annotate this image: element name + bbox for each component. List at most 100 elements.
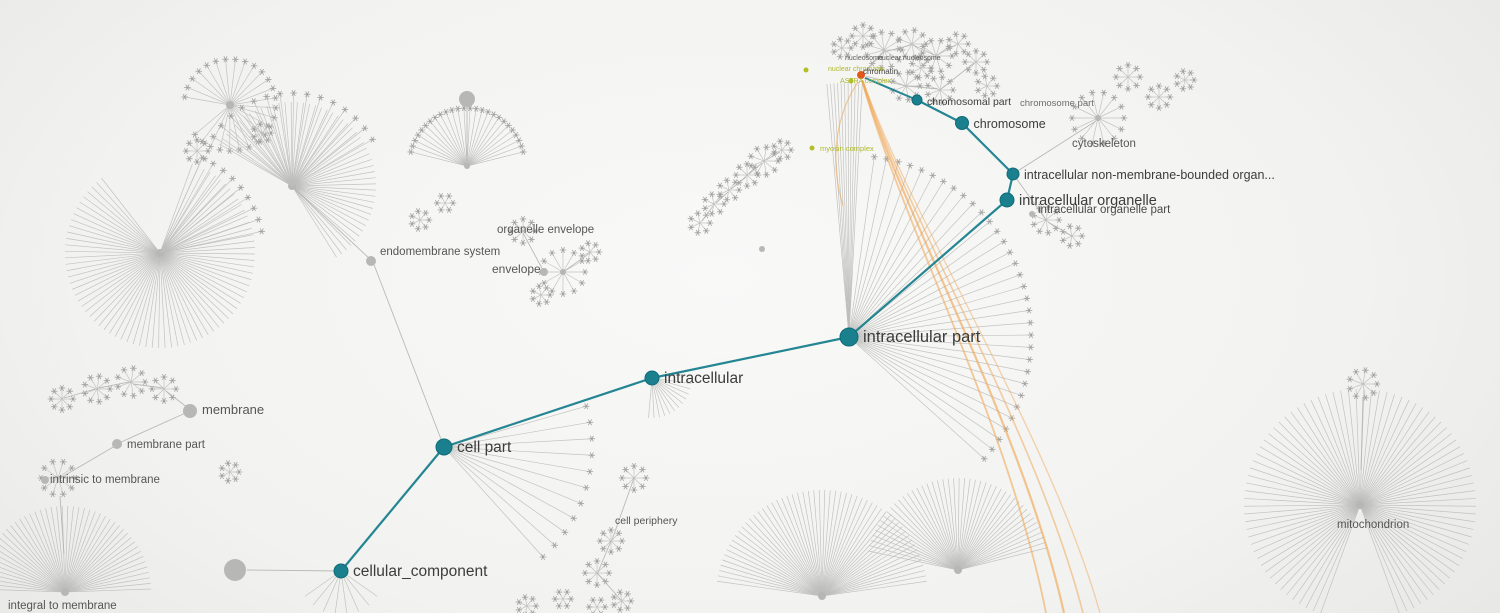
term-glyph xyxy=(495,114,503,121)
term-label-envelope[interactable]: envelope xyxy=(492,262,541,276)
term-label-cellular_component[interactable]: cellular_component xyxy=(353,563,488,580)
term-glyph xyxy=(1144,93,1152,101)
term-glyph xyxy=(863,52,871,59)
term-node-intracellular[interactable] xyxy=(644,370,660,386)
term-glyph xyxy=(539,553,547,561)
term-glyph xyxy=(586,468,594,475)
term-glyph xyxy=(1027,331,1035,339)
term-glyph xyxy=(867,40,875,47)
term-label-intracellular-organelle-part[interactable]: intracellular organelle part xyxy=(1038,204,1171,216)
cluster-fan xyxy=(581,557,613,589)
term-label-intracellular_part[interactable]: intracellular part xyxy=(863,328,981,346)
term-label-cell-periphery[interactable]: cell periphery xyxy=(615,515,678,527)
term-glyph xyxy=(437,111,444,118)
term-label-membrane[interactable]: membrane xyxy=(202,402,264,417)
term-glyph xyxy=(1088,140,1096,147)
gray-node[interactable] xyxy=(183,404,197,418)
term-glyph xyxy=(588,435,596,442)
term-label-intracellular[interactable]: intracellular xyxy=(664,370,743,387)
term-label-organelle-envelope[interactable]: organelle envelope xyxy=(497,224,594,236)
term-node-cell_part[interactable] xyxy=(435,438,453,456)
term-label-membrane-part[interactable]: membrane part xyxy=(127,439,206,451)
term-node-intracellular_organelle[interactable] xyxy=(999,192,1015,208)
cluster-fan xyxy=(507,215,539,247)
gray-node[interactable] xyxy=(366,256,376,266)
term-glyph xyxy=(265,76,272,83)
gray-node[interactable] xyxy=(224,559,246,581)
term-glyph xyxy=(630,486,638,494)
term-label-intracellular_organelle[interactable]: intracellular organelle xyxy=(1019,193,1157,209)
term-label-chromosomal_part[interactable]: chromosomal part xyxy=(927,96,1011,108)
term-glyph xyxy=(169,377,176,384)
term-node-chromosomal_part[interactable] xyxy=(911,94,923,106)
term-glyph xyxy=(747,162,755,169)
cluster-fan xyxy=(515,594,540,613)
term-glyph xyxy=(222,56,229,63)
term-glyph xyxy=(414,132,422,139)
term-node-non_membrane_organelle[interactable] xyxy=(1006,167,1020,181)
term-label-cytoskeleton[interactable]: cytoskeleton xyxy=(1072,138,1136,150)
term-glyph xyxy=(753,145,761,152)
term-glyph xyxy=(585,578,592,585)
term-label-astra-complex[interactable]: ASTRA complex xyxy=(840,78,891,85)
term-glyph xyxy=(859,43,867,51)
term-glyph xyxy=(616,589,624,596)
cluster-fan xyxy=(1244,389,1476,613)
term-glyph xyxy=(454,105,462,112)
term-label-chromatin[interactable]: chromatin xyxy=(863,67,898,76)
term-glyph xyxy=(1074,240,1082,247)
term-glyph xyxy=(361,125,369,132)
search-match-node[interactable] xyxy=(803,67,809,73)
term-label-nucleosome[interactable]: nucleosome xyxy=(845,55,883,62)
term-glyph xyxy=(1071,103,1078,110)
term-glyph xyxy=(988,446,996,453)
cluster-fan xyxy=(47,384,77,414)
cluster-fan xyxy=(1068,89,1128,147)
term-glyph xyxy=(551,595,559,603)
term-label-mitochondrion[interactable]: mitochondrion xyxy=(1337,519,1409,531)
term-label-chromosome-part[interactable]: chromosome part xyxy=(1020,98,1094,109)
term-node-cellular_component[interactable] xyxy=(333,563,349,579)
term-glyph xyxy=(602,561,609,568)
term-label-chromosome[interactable]: chromosome xyxy=(974,117,1046,131)
term-glyph xyxy=(1027,319,1034,326)
term-glyph xyxy=(237,184,245,191)
term-node-intracellular_part[interactable] xyxy=(839,327,859,347)
term-glyph xyxy=(255,216,262,223)
search-match-node[interactable] xyxy=(848,78,854,84)
cluster-fan xyxy=(732,160,762,190)
highlighted-term-node[interactable] xyxy=(856,70,866,80)
term-label-myosin-complex[interactable]: myosin complex xyxy=(820,144,874,153)
gray-node[interactable] xyxy=(540,268,548,276)
term-glyph xyxy=(138,369,146,377)
term-glyph xyxy=(448,106,456,114)
term-label-endomembrane-system[interactable]: endomembrane system xyxy=(380,246,500,258)
term-glyph xyxy=(511,236,518,243)
term-label-non_membrane_organelle[interactable]: intracellular non-membrane-bounded organ… xyxy=(1024,168,1275,182)
term-label-integral-to-membrane[interactable]: integral to membrane xyxy=(8,600,117,612)
term-glyph xyxy=(593,581,601,589)
term-glyph xyxy=(924,91,932,98)
term-glyph xyxy=(763,144,770,151)
gray-node[interactable] xyxy=(41,476,49,484)
term-label-cell_part[interactable]: cell part xyxy=(457,439,512,456)
term-glyph xyxy=(937,68,945,75)
term-label-intrinsic-to-membrane[interactable]: intrinsic to membrane xyxy=(50,474,160,486)
term-label-nuclear-nucleosome[interactable]: nuclear nucleosome xyxy=(878,55,941,62)
term-glyph xyxy=(735,186,743,194)
term-node-chromosome[interactable] xyxy=(955,116,969,130)
term-glyph xyxy=(1173,80,1181,87)
term-label-nuclear-chromatin[interactable]: nuclear chromatin xyxy=(828,66,884,73)
gray-node[interactable] xyxy=(459,91,475,107)
search-match-node[interactable] xyxy=(809,145,815,151)
term-glyph xyxy=(595,248,603,256)
term-glyph xyxy=(1036,205,1043,212)
term-glyph xyxy=(960,192,967,199)
cluster-fan xyxy=(65,163,255,348)
term-glyph xyxy=(414,208,422,215)
gray-node[interactable] xyxy=(759,246,765,252)
gray-node[interactable] xyxy=(112,439,122,449)
term-glyph xyxy=(784,153,791,161)
gray-node[interactable] xyxy=(1029,211,1035,217)
